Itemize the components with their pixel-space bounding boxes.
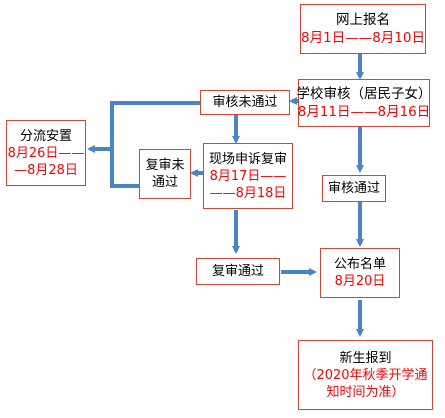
node-line2: 通过 <box>151 175 178 190</box>
node-date: 8月1日——8月10日 <box>301 30 425 46</box>
node-online-registration: 网上报名 8月1日——8月10日 <box>300 4 426 54</box>
node-line1: 复审未 <box>145 158 185 173</box>
node-title: 审核通过 <box>327 181 380 196</box>
node-title: 新生报到 <box>339 350 392 366</box>
node-publish-list: 公布名单 8月20日 <box>320 248 400 298</box>
node-title: 审核未通过 <box>212 95 278 110</box>
node-review-failed: 审核未通过 <box>200 90 290 115</box>
node-title: 公布名单 <box>333 257 386 272</box>
node-school-review: 学校审核（居民子女） 8月11日——8月16日 <box>296 79 432 127</box>
arrow-failed-to-diversion <box>110 101 200 188</box>
node-date: 8月11日——8月16日 <box>297 104 431 120</box>
node-date-line2: ——8月18日 <box>209 185 287 201</box>
node-recheck-passed: 复审通过 <box>196 258 280 285</box>
node-date-line1: 8月17日—— <box>209 168 287 184</box>
node-title: 现场申诉复审 <box>208 151 287 167</box>
node-recheck-failed: 复审未 通过 <box>139 149 191 199</box>
node-title: 分流安置 <box>19 128 72 144</box>
node-date: 8月20日 <box>334 274 386 289</box>
node-title: 网上报名 <box>336 12 390 28</box>
node-date-line2: —8月28日 <box>14 162 78 178</box>
node-new-student-report: 新生报到 （2020年秋季开学通 知时间为准） <box>298 340 433 410</box>
node-date-line1: 8月26日—— <box>7 145 85 161</box>
node-note-line2: 知时间为准） <box>326 384 405 400</box>
node-title: 学校审核（居民子女） <box>296 86 432 102</box>
node-review-passed: 审核通过 <box>322 175 386 202</box>
node-diversion: 分流安置 8月26日—— —8月28日 <box>6 120 86 186</box>
node-note-line1: （2020年秋季开学通 <box>303 367 428 383</box>
node-onsite-appeal: 现场申诉复审 8月17日—— ——8月18日 <box>203 143 293 209</box>
node-title: 复审通过 <box>211 264 264 279</box>
